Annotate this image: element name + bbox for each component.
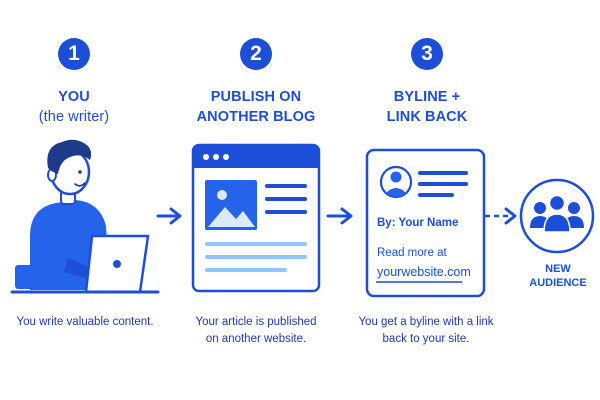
website-link[interactable]: yourwebsite.com xyxy=(377,265,471,279)
byline-name: By: Your Name xyxy=(377,217,459,229)
step-2-caption-line1: Your article is published xyxy=(195,316,317,328)
byline-card xyxy=(365,148,486,298)
group-icon xyxy=(519,178,595,254)
arrow-right-icon xyxy=(326,207,353,225)
arrow-right-icon xyxy=(485,207,517,225)
step-1-subtitle: (the writer) xyxy=(38,109,110,125)
read-more-text: Read more at xyxy=(377,247,447,259)
step-2-title: PUBLISH ON xyxy=(210,89,302,105)
step-3-badge: 3 xyxy=(411,38,443,70)
step-3-heading: BYLINE + LINK BACK xyxy=(367,87,487,127)
audience-label-line2: AUDIENCE xyxy=(529,277,587,289)
step-2-badge: 2 xyxy=(240,38,272,70)
step-3-title: BYLINE + xyxy=(393,89,461,105)
step-2-heading: PUBLISH ON ANOTHER BLOG xyxy=(191,87,321,127)
step-2-title-line2: ANOTHER BLOG xyxy=(196,109,316,125)
step-3-caption-line2: back to your site. xyxy=(382,333,470,345)
step-3-caption: You get a byline with a link back to you… xyxy=(344,314,508,348)
step-1-heading: YOU (the writer) xyxy=(14,87,134,127)
step-2-caption: Your article is published on another web… xyxy=(176,314,336,348)
step-2-caption-line2: on another website. xyxy=(205,333,307,345)
browser-window-icon xyxy=(191,143,321,293)
arrow-right-icon xyxy=(156,207,182,225)
audience-label-line1: NEW xyxy=(545,263,571,275)
audience-label: NEW AUDIENCE xyxy=(522,262,594,290)
image-icon xyxy=(205,180,257,230)
step-1-badge: 1 xyxy=(58,38,90,70)
step-1-caption: You write valuable content. xyxy=(0,314,170,331)
user-avatar-icon xyxy=(379,165,413,199)
step-3-title-line2: LINK BACK xyxy=(386,109,468,125)
step-3-caption-line1: You get a byline with a link xyxy=(358,316,494,328)
writer-illustration xyxy=(10,139,160,294)
step-1-title: YOU xyxy=(58,89,90,105)
step-1-caption-line1: You write valuable content. xyxy=(16,316,154,328)
